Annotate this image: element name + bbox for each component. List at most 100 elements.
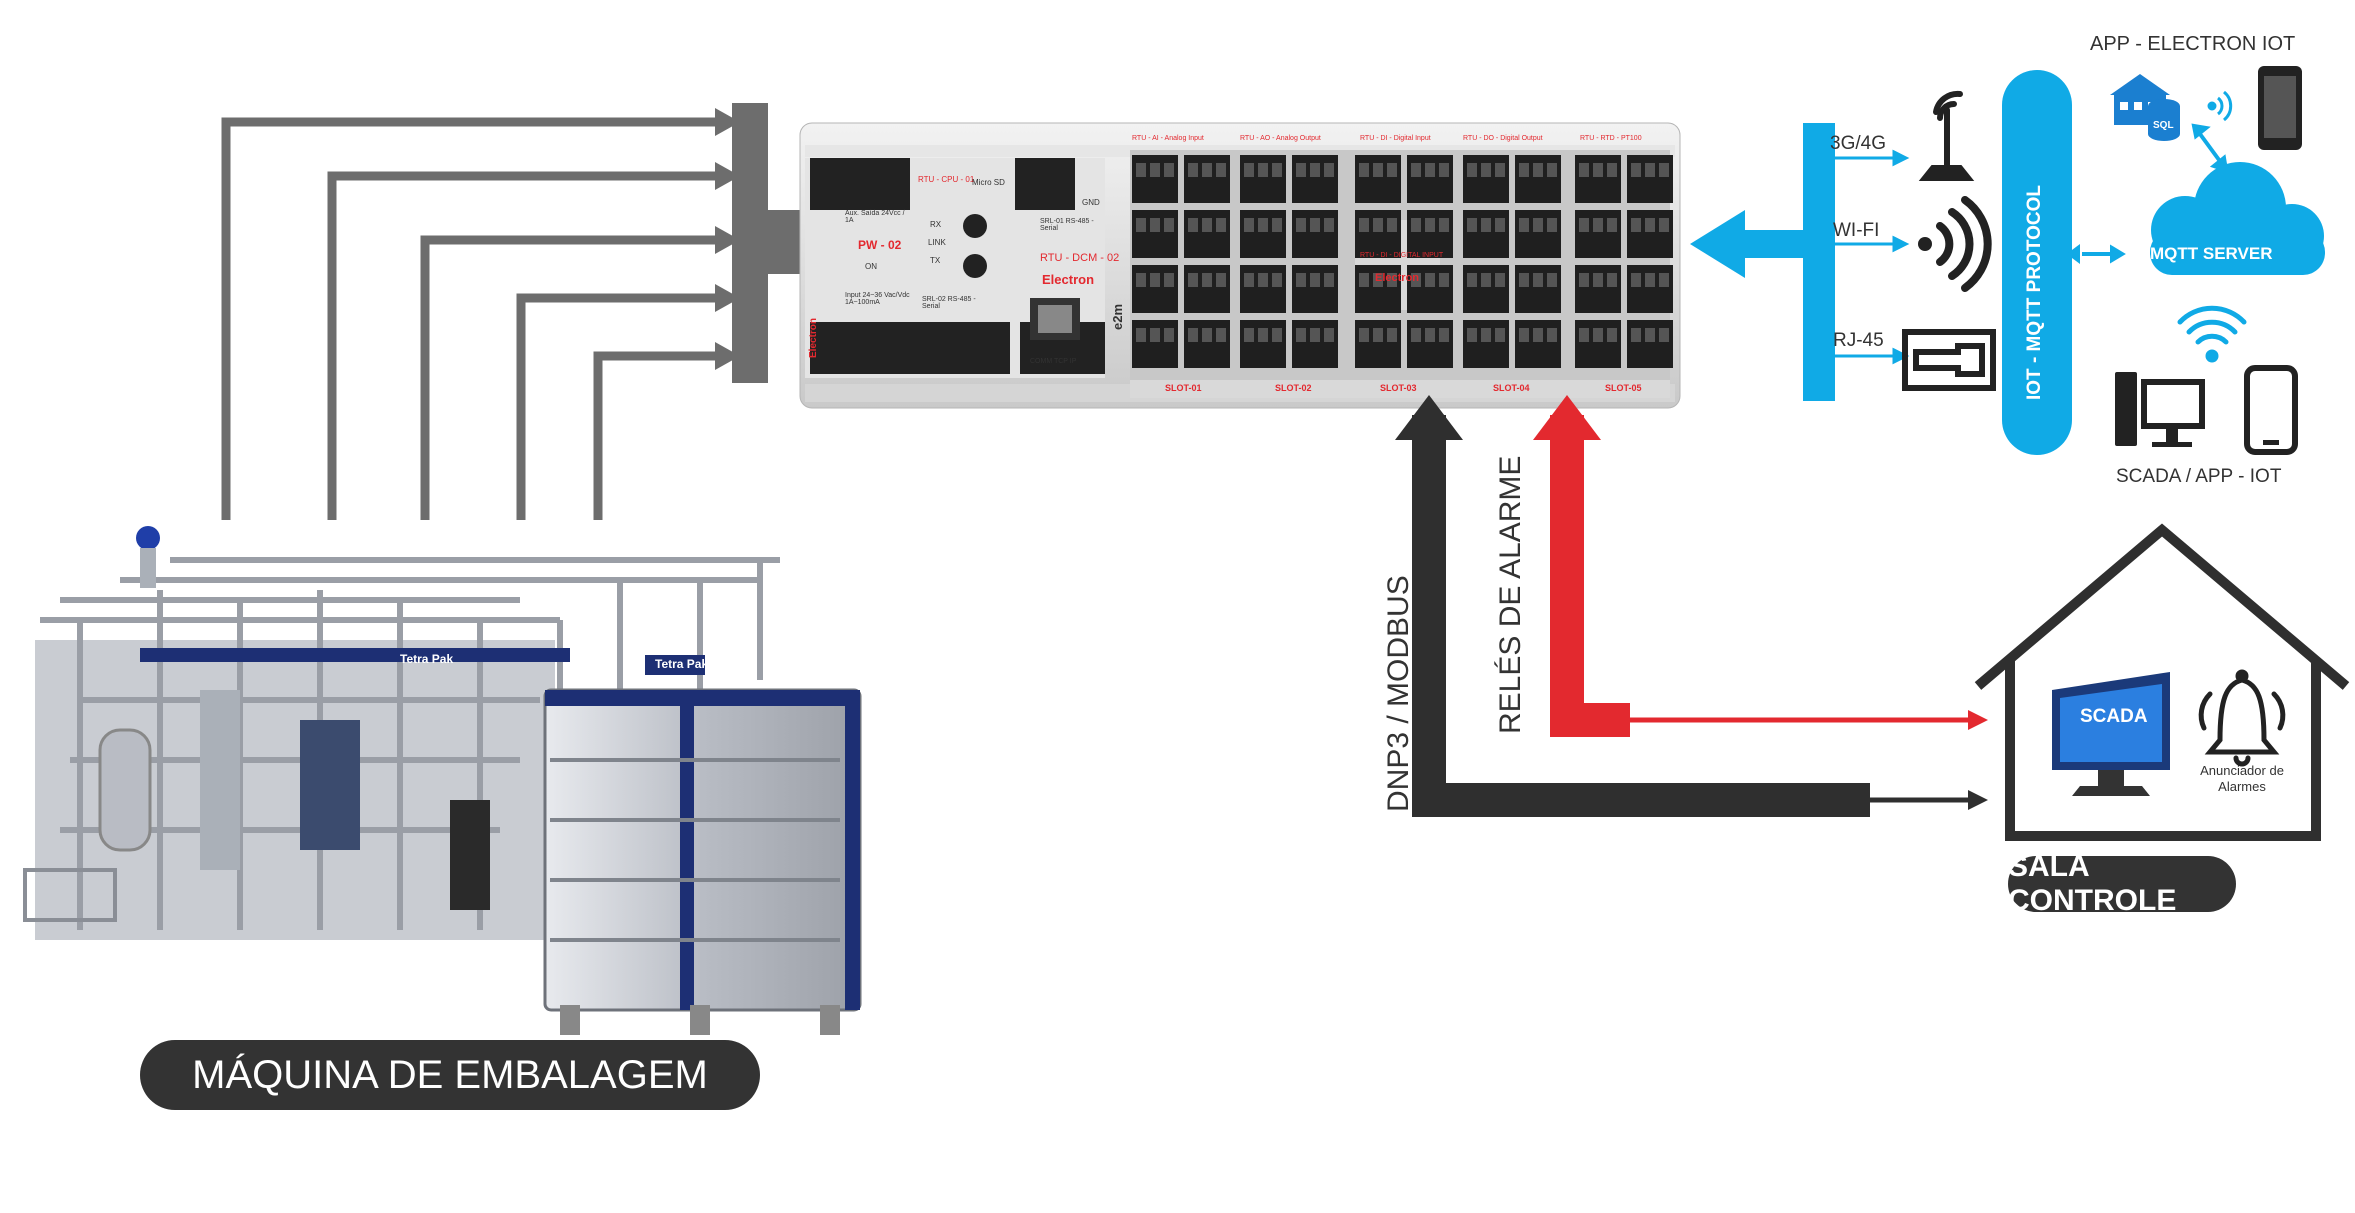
- terminal-screw: [1425, 328, 1435, 342]
- terminal-screw: [1481, 273, 1491, 287]
- annunciator-line-2: Alarmes: [2218, 779, 2266, 794]
- terminal-screw: [1607, 218, 1617, 232]
- terminal-screw: [1547, 328, 1557, 342]
- slot-label-5: SLOT-05: [1605, 383, 1642, 393]
- small-wifi-icon: [2207, 90, 2233, 122]
- terminal-screw: [1425, 273, 1435, 287]
- gray-arrowheads: [715, 108, 740, 370]
- signal-line-4: [516, 293, 730, 520]
- terminal-screw: [1164, 273, 1174, 287]
- terminal-screw: [1296, 328, 1306, 342]
- terminal-screw: [1645, 273, 1655, 287]
- terminal-screw: [1202, 218, 1212, 232]
- terminal-screw: [1202, 273, 1212, 287]
- signal-line-3: [420, 235, 730, 520]
- terminal-block: [1407, 320, 1453, 368]
- comm-bus-bar: [1803, 123, 1835, 401]
- comm-taps: [1835, 149, 1910, 365]
- terminal-screw: [1188, 218, 1198, 232]
- terminal-screw: [1533, 163, 1543, 177]
- terminal-block: [1575, 210, 1621, 258]
- slot-header-1: RTU - AI - Analog Input: [1132, 135, 1204, 142]
- terminal-screw: [1136, 218, 1146, 232]
- rtu-serial-b: SRL-02 RS-485 - Serial: [922, 296, 976, 310]
- terminal-block: [1515, 320, 1561, 368]
- terminal-screw: [1645, 163, 1655, 177]
- terminal-block: [1355, 155, 1401, 203]
- terminal-screw: [1188, 328, 1198, 342]
- rj45-label: RJ-45: [1833, 330, 1884, 351]
- terminal-screw: [1467, 328, 1477, 342]
- terminal-block: [1463, 265, 1509, 313]
- terminal-block: [1627, 155, 1673, 203]
- app-title: APP - ELECTRON IOT: [2090, 33, 2296, 55]
- wifi-label: WI-FI: [1833, 220, 1880, 241]
- terminal-screw: [1324, 218, 1334, 232]
- mqtt-protocol-bar: [2002, 70, 2072, 455]
- terminal-screw: [1387, 218, 1397, 232]
- slot-label-1: SLOT-01: [1165, 383, 1202, 393]
- slot-header-3: RTU - DI - Digital Input: [1360, 135, 1431, 142]
- terminal-screw: [1310, 328, 1320, 342]
- rtu-brand-dcm: Electron: [1042, 272, 1095, 287]
- terminal-screw: [1258, 163, 1268, 177]
- terminal-screw: [1216, 328, 1226, 342]
- control-room-house: [1974, 523, 2350, 841]
- terminal-block: [1184, 210, 1230, 258]
- terminal-block: [1132, 320, 1178, 368]
- terminal-block: [1292, 210, 1338, 258]
- terminal-screw: [1425, 163, 1435, 177]
- terminal-screw: [1495, 328, 1505, 342]
- terminal-screw: [1607, 273, 1617, 287]
- terminal-screw: [1387, 163, 1397, 177]
- terminal-screw: [1136, 273, 1146, 287]
- annunciator-line-1: Anunciador de: [2200, 763, 2284, 778]
- terminal-screw: [1547, 163, 1557, 177]
- rtu-ps-label: PW - 02: [858, 238, 902, 252]
- terminal-block: [1184, 320, 1230, 368]
- terminal-screw: [1272, 273, 1282, 287]
- mqtt-server-label: MQTT SERVER: [2150, 244, 2273, 263]
- rtu-serial-a: SRL-01 RS-485 - Serial: [1040, 218, 1094, 232]
- terminal-screw: [1202, 163, 1212, 177]
- terminal-block: [1515, 265, 1561, 313]
- terminal-block: [1575, 155, 1621, 203]
- terminal-screw: [1296, 273, 1306, 287]
- terminal-screw: [1659, 328, 1669, 342]
- terminal-block: [1407, 210, 1453, 258]
- terminal-screw: [1593, 218, 1603, 232]
- input-bus-bar: [732, 103, 768, 383]
- terminal-screw: [1216, 218, 1226, 232]
- terminal-screw: [1258, 218, 1268, 232]
- terminal-screw: [1579, 328, 1589, 342]
- terminal-block: [1240, 265, 1286, 313]
- machine-brand-top: Tetra Pak: [400, 652, 454, 666]
- terminal-block: [1575, 320, 1621, 368]
- rtu-ps-on: ON: [865, 262, 877, 271]
- terminal-screw: [1359, 328, 1369, 342]
- terminal-screw: [1373, 328, 1383, 342]
- terminal-screw: [1244, 328, 1254, 342]
- terminal-screw: [1258, 273, 1268, 287]
- rtu-dcm-label: RTU - DCM - 02: [1040, 252, 1120, 264]
- terminal-screw: [1272, 218, 1282, 232]
- signal-line-5: [593, 351, 730, 520]
- terminal-screw: [1164, 163, 1174, 177]
- phone-icon: [2244, 365, 2298, 455]
- terminal-screw: [1150, 273, 1160, 287]
- terminal-screw: [1467, 273, 1477, 287]
- terminal-screw: [1607, 328, 1617, 342]
- terminal-screw: [1258, 328, 1268, 342]
- terminal-screw: [1495, 273, 1505, 287]
- terminal-screw: [1645, 328, 1655, 342]
- mqtt-protocol-label: IOT - MQTT PROTOCOL: [2024, 185, 2045, 400]
- terminal-screw: [1533, 218, 1543, 232]
- signal-line-1: [221, 117, 730, 520]
- relay-label: RELÉS DE ALARME: [1494, 455, 1527, 734]
- dnp3-arrowhead-right: [1968, 790, 1988, 810]
- terminal-block: [1515, 210, 1561, 258]
- wifi-icon: [1918, 196, 1992, 292]
- machine-brand-side: Tetra Pak: [655, 657, 709, 671]
- sql-label: SQL: [2153, 120, 2174, 131]
